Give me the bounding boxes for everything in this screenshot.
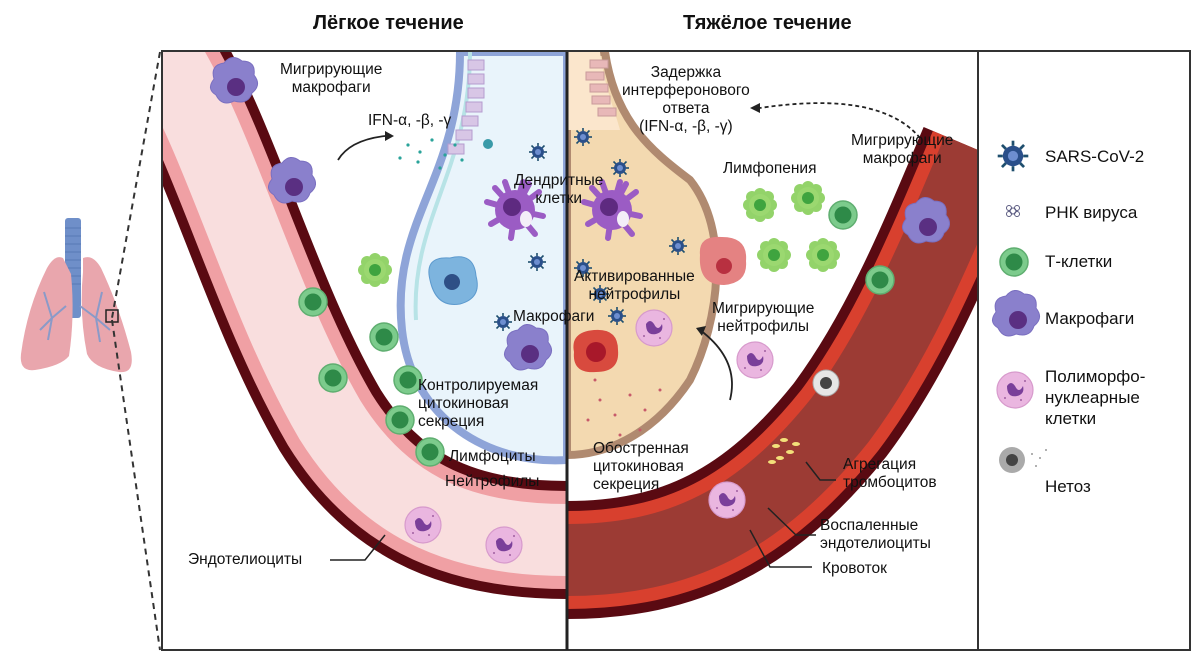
legend-label-polymorphonuclear-cells: Полиморфо- нуклеарные клетки xyxy=(1045,367,1146,428)
legend-label-netosis: Нетоз xyxy=(1045,477,1091,496)
label-neutrophils: Нейтрофилы xyxy=(445,473,540,490)
red-macrophage xyxy=(573,329,619,373)
label-dendritic-cells: Дендритные клетки xyxy=(514,172,604,207)
label-lymphocytes: Лимфоциты xyxy=(449,448,536,465)
label-migrating-macrophages-severe: Мигрирующие макрофаги xyxy=(851,132,954,167)
lung-inset-illustration xyxy=(20,51,161,651)
activated-neutrophil-red xyxy=(699,236,747,285)
netosis-icon xyxy=(999,447,1047,473)
title-mild-course: Лёгкое течение xyxy=(313,12,464,34)
label-ifn-mild: IFN-α, -β, -γ xyxy=(368,112,452,129)
t-cell-icon xyxy=(999,247,1029,277)
label-migrating-neutrophils: Мигрирующие нейтрофилы xyxy=(712,300,815,335)
viral-rna-icon xyxy=(1006,205,1020,217)
mild-course-panel xyxy=(163,52,567,599)
alveolar-macrophage-blue xyxy=(428,256,478,305)
severe-course-panel xyxy=(567,52,978,619)
legend-label-macrophages: Макрофаги xyxy=(1045,309,1135,328)
label-lymphopenia: Лимфопения xyxy=(723,160,817,177)
label-activated-neutrophils: Активированные нейтрофилы xyxy=(574,268,695,303)
label-controlled-cytokine-secretion: Контролируемая цитокиновая секреция xyxy=(418,377,539,430)
label-exacerbated-cytokine-secretion: Обостренная цитокиновая секреция xyxy=(593,440,689,493)
legend-label-sars-cov-2: SARS-CoV-2 xyxy=(1045,147,1145,166)
label-platelet-aggregation: Агрегация тромбоцитов xyxy=(843,456,937,491)
title-severe-course: Тяжёлое течение xyxy=(683,12,852,34)
sars-cov-2-virus-icon xyxy=(996,139,1030,173)
legend-label-viral-rna: РНК вируса xyxy=(1045,203,1138,222)
label-delayed-interferon-response: Задержка интерферонового ответа (IFN-α, … xyxy=(622,64,750,135)
label-migrating-macrophages-mild: Мигрирующие макрофаги xyxy=(280,61,383,96)
polymorphonuclear-cell-icon xyxy=(996,371,1034,409)
label-endotheliocytes: Эндотелиоциты xyxy=(188,551,303,568)
label-macrophages: Макрофаги xyxy=(513,308,595,325)
figure-frame xyxy=(161,50,1191,651)
label-inflamed-endotheliocytes: Воспаленные эндотелиоциты xyxy=(820,517,931,552)
netosis-cell-in-vessel xyxy=(812,369,840,397)
legend-label-t-cells: Т-клетки xyxy=(1045,252,1113,271)
label-blood-flow: Кровоток xyxy=(822,560,887,577)
legend-icons xyxy=(991,139,1047,473)
macrophage-icon xyxy=(991,289,1041,337)
platelets xyxy=(768,438,800,464)
